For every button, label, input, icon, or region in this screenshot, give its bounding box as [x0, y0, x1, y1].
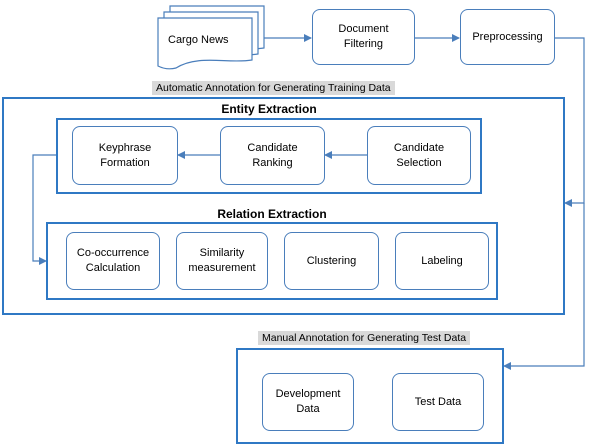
- test-data-node[interactable]: Test Data: [392, 373, 484, 431]
- entity-extraction-title: Entity Extraction: [221, 102, 317, 116]
- test-data-section-label: Manual Annotation for Generating Test Da…: [258, 331, 471, 345]
- arrow-preprocessing-to-test: [503, 203, 585, 370]
- relation-extraction-frame: [46, 222, 498, 300]
- keyphrase-formation-node[interactable]: Keyphrase Formation: [72, 126, 178, 185]
- training-data-section-label: Automatic Annotation for Generating Trai…: [152, 81, 395, 95]
- labeling-node[interactable]: Labeling: [395, 232, 489, 290]
- co-occurrence-calculation-node[interactable]: Co-occurrence Calculation: [66, 232, 160, 290]
- arrow-entity-to-relation: [32, 154, 56, 265]
- training-data-frame: [2, 97, 565, 315]
- test-data-frame: [236, 348, 504, 444]
- candidate-selection-node[interactable]: Candidate Selection: [367, 126, 471, 185]
- arrow-preprocessing-to-training: [555, 37, 585, 207]
- development-data-node[interactable]: Development Data: [262, 373, 354, 431]
- cargo-news-label: Cargo News: [168, 34, 229, 46]
- candidate-ranking-node[interactable]: Candidate Ranking: [220, 126, 325, 185]
- preprocessing-node[interactable]: Preprocessing: [460, 9, 555, 65]
- document-filtering-node[interactable]: Document Filtering: [312, 9, 415, 65]
- clustering-node[interactable]: Clustering: [284, 232, 379, 290]
- relation-extraction-title: Relation Extraction: [217, 207, 327, 221]
- similarity-measurement-node[interactable]: Similarity measurement: [176, 232, 268, 290]
- entity-extraction-frame: [56, 118, 482, 194]
